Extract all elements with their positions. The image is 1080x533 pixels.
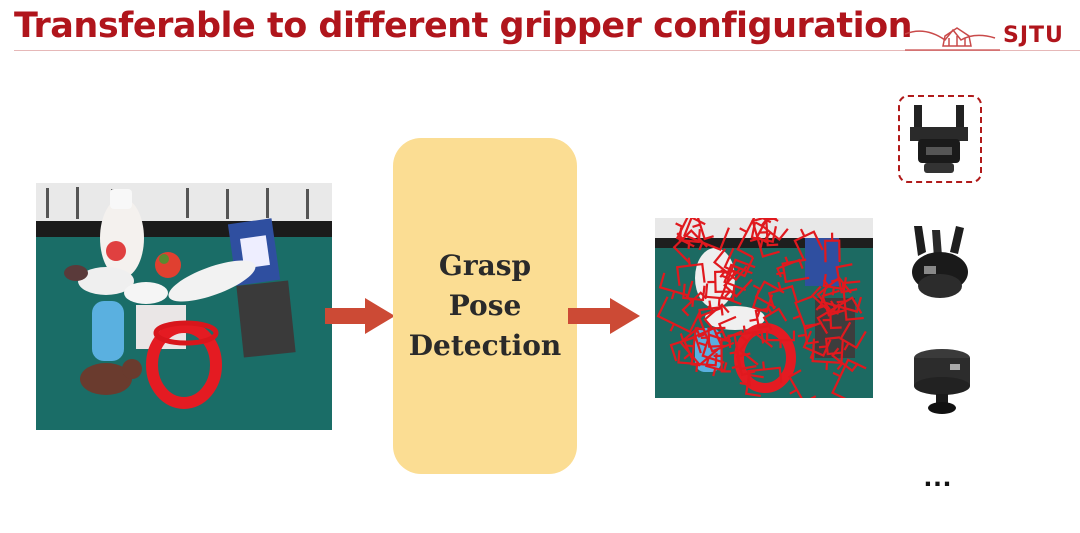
grasp-pose-mark xyxy=(824,232,841,263)
grasp-pose-mark xyxy=(792,295,823,331)
arrow-right-icon xyxy=(325,298,395,334)
grasp-pose-mark xyxy=(766,330,796,349)
title-divider xyxy=(14,50,1080,51)
grasp-pose-mark xyxy=(822,310,842,330)
logo-text: SJTU xyxy=(1003,23,1064,48)
arrow-right-icon xyxy=(568,298,640,334)
grasp-pose-mark xyxy=(675,257,706,286)
grasp-pose-mark xyxy=(656,296,701,334)
three-finger-gripper-icon xyxy=(912,226,968,298)
sjtu-logo-icon xyxy=(905,27,1000,51)
grasp-pose-mark xyxy=(776,256,804,278)
grasp-pose-mark xyxy=(678,227,701,250)
grasp-pose-mark xyxy=(736,218,772,259)
grasp-pose-mark xyxy=(752,280,785,309)
grasp-pose-mark xyxy=(698,333,732,364)
grasp-pose-mark xyxy=(793,228,824,260)
process-label-line-2: Pose xyxy=(448,289,522,322)
grasp-pose-mark xyxy=(682,283,706,307)
grasp-pose-mark xyxy=(714,315,743,340)
grasp-pose-detection-box: Grasp Pose Detection xyxy=(393,138,577,474)
grasp-pose-mark xyxy=(738,331,774,366)
grasp-pose-mark xyxy=(672,229,708,265)
grasp-pose-mark xyxy=(729,331,757,371)
grasp-pose-lines xyxy=(656,218,867,398)
grasp-pose-mark xyxy=(698,300,724,319)
output-grasp-poses-image xyxy=(655,218,873,398)
grasp-pose-mark xyxy=(758,218,779,247)
more-grippers-indicator: … xyxy=(922,460,954,493)
grasp-pose-mark xyxy=(811,338,844,371)
grasp-pose-mark xyxy=(787,369,817,398)
process-label-line-1: Grasp xyxy=(438,249,532,282)
grasp-pose-mark xyxy=(658,272,694,300)
grasp-pose-mark xyxy=(747,361,783,387)
grasp-pose-mark xyxy=(751,289,774,318)
parallel-jaw-gripper-card[interactable] xyxy=(898,95,982,183)
slide-title: Transferable to different gripper config… xyxy=(14,6,913,46)
grasp-pose-mark xyxy=(705,357,728,377)
process-label-line-3: Detection xyxy=(408,329,562,362)
grasp-pose-mark xyxy=(679,326,719,367)
grasp-pose-mark xyxy=(739,373,764,398)
grasp-pose-mark xyxy=(675,218,706,248)
suction-cup-gripper-icon xyxy=(914,349,970,414)
grasp-pose-mark xyxy=(822,273,848,296)
grasp-pose-mark xyxy=(731,352,756,377)
parallel-jaw-gripper-icon xyxy=(910,105,968,173)
grasp-pose-mark xyxy=(820,287,863,315)
input-scene-image xyxy=(36,183,332,430)
grasp-pose-mark xyxy=(697,307,735,353)
grasp-pose-mark xyxy=(712,248,748,282)
grasp-pose-mark xyxy=(692,218,714,241)
grasp-pose-mark xyxy=(685,327,705,367)
grasp-pose-mark xyxy=(839,321,867,351)
